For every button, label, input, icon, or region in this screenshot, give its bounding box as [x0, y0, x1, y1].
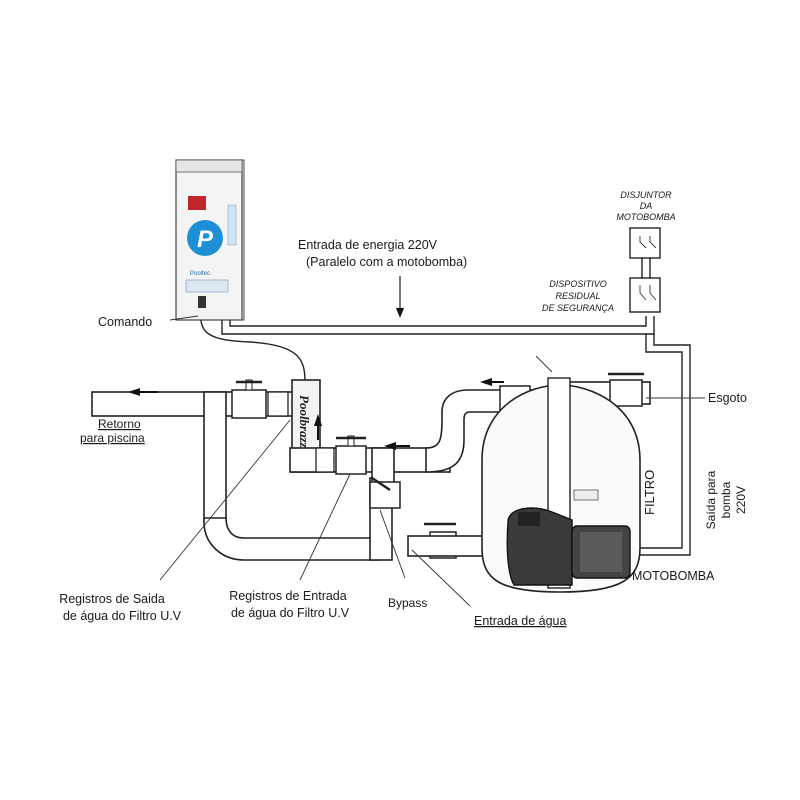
label-inlet-valves-line2: de água do Filtro U.V — [231, 606, 350, 620]
label-energy-input-line2: (Paralelo com a motobomba) — [306, 255, 467, 269]
flow-arrows — [128, 378, 504, 450]
label-rcd-line1: DISPOSITIVO — [549, 279, 607, 289]
label-energy-input-line1: Entrada de energia 220V — [298, 238, 438, 252]
label-pump-output-line2: bomba — [719, 481, 733, 518]
piping: Poolbrazz — [91, 379, 651, 561]
inlet-valve-1 — [335, 435, 367, 475]
leader-lines — [159, 315, 705, 607]
brand-logo — [187, 220, 223, 256]
label-esgoto: Esgoto — [708, 391, 747, 405]
label-return-line1: Retorno — [98, 417, 141, 431]
uv-control-panel: P Pooltec — [175, 159, 245, 321]
label-pump-output-line1: Saída para — [704, 470, 718, 529]
pump — [506, 507, 631, 586]
outlet-valve-1 — [231, 379, 267, 419]
label-outlet-valves-line1: Registros de Saida — [59, 592, 165, 606]
bypass-valve — [369, 476, 401, 509]
uv-lamp-brand: Poolbrazz — [297, 395, 312, 449]
label-comando: Comando — [98, 315, 152, 329]
label-breaker-line1: DISJUNTOR — [620, 190, 672, 200]
brand-logo-letter: P — [197, 226, 214, 253]
label-motobomba: MOTOBOMBA — [632, 569, 715, 583]
outlet-valve-2 — [267, 391, 289, 417]
motor-breaker — [629, 227, 661, 259]
label-outlet-valves-line2: de água do Filtro U.V — [63, 609, 182, 623]
label-rcd-line3: DE SEGURANÇA — [542, 303, 614, 313]
label-bypass: Bypass — [388, 596, 427, 610]
label-return-line2: para piscina — [80, 431, 145, 445]
drain-valve — [608, 372, 644, 407]
label-pump-output-line3: 220V — [734, 486, 748, 514]
label-inlet-valves-line1: Registros de Entrada — [229, 589, 346, 603]
warning-label — [188, 196, 206, 210]
label-breaker-line3: MOTOBOMBA — [616, 212, 675, 222]
label-breaker-line2: DA — [640, 201, 653, 211]
residual-current-device — [629, 277, 661, 313]
label-water-inlet: Entrada de água — [474, 614, 566, 628]
panel-brand: Pooltec — [190, 271, 210, 277]
inlet-valve-2 — [315, 447, 335, 473]
label-rcd-line2: RESIDUAL — [555, 291, 600, 301]
label-filter: FILTRO — [642, 470, 657, 515]
